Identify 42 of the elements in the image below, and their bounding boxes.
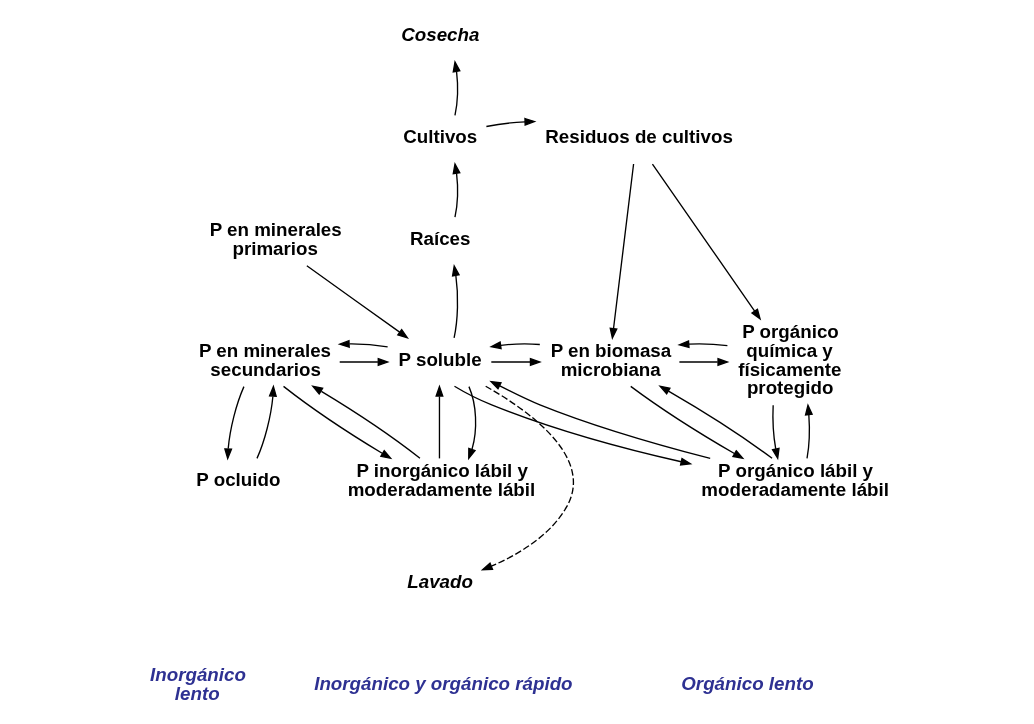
arrow <box>467 385 476 461</box>
node-text: P inorgánico lábil y moderadamente lábil <box>347 460 535 501</box>
node-text: P en minerales secundarios <box>198 339 331 380</box>
arrow <box>485 117 536 128</box>
arrow <box>338 357 390 367</box>
arrow <box>490 357 542 367</box>
arrow <box>434 384 444 460</box>
arrow <box>804 403 813 459</box>
node-text: Cultivos <box>402 126 477 148</box>
arrow <box>771 404 780 461</box>
node-text: P ocluido <box>195 469 280 491</box>
arrow <box>488 380 711 460</box>
node-text: P en minerales primarios <box>209 219 342 260</box>
arrow <box>480 385 574 571</box>
arrow <box>451 60 461 117</box>
arrow <box>451 161 461 218</box>
label: Inorgánico y orgánico rápido <box>313 672 573 694</box>
arrow <box>651 163 761 321</box>
arrow <box>305 265 409 339</box>
arrow <box>451 264 460 339</box>
node-text: P en biomasa microbiana <box>550 339 671 380</box>
arrow <box>255 384 277 460</box>
arrow <box>337 339 388 349</box>
arrow <box>282 385 392 460</box>
node-text: Lavado <box>406 571 473 593</box>
node-text: P orgánico química y físicamente protegido <box>737 321 841 399</box>
arrow <box>453 385 692 466</box>
node-text: Residuos de cultivos <box>544 126 733 148</box>
arrow <box>657 385 773 459</box>
arrow <box>629 385 744 460</box>
node-text: P soluble <box>398 348 482 370</box>
node-text: Cosecha <box>400 24 479 46</box>
label: Orgánico lento <box>680 672 814 694</box>
arrow <box>676 339 728 349</box>
arrow <box>488 341 540 350</box>
arrow <box>678 357 729 367</box>
arrow <box>608 163 634 340</box>
node-text: Raíces <box>409 228 470 250</box>
label: Inorgánico lento <box>149 664 246 704</box>
node-text: P orgánico lábil y moderadamente lábil <box>700 460 889 501</box>
arrow <box>310 385 421 459</box>
arrow <box>223 385 245 461</box>
